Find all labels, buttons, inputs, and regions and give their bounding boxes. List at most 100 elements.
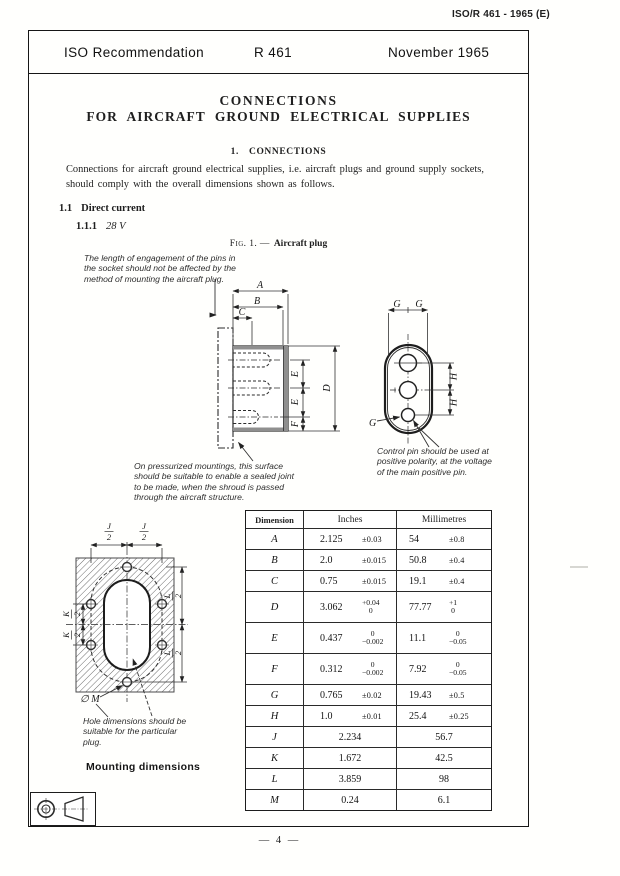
millimetres-cell: 7.92 0−0.05: [397, 654, 491, 684]
millimetres-cell: 19.1±0.4: [397, 571, 491, 591]
dimension-cell: G: [246, 685, 304, 705]
millimetres-cell: 50.8±0.4: [397, 550, 491, 570]
millimetres-cell-value: 19.43: [409, 689, 432, 701]
subsection-number: 1.1: [59, 203, 73, 214]
millimetres-cell-value: 98: [439, 773, 449, 785]
inches-cell: 2.234: [304, 727, 397, 747]
millimetres-cell: 19.43 ±0.5: [397, 685, 491, 705]
note-control-pin: Control pin should be used at positive p…: [377, 446, 492, 477]
millimetres-cell-tolerance: 0−0.05: [449, 659, 467, 677]
dim-label-h1: H: [449, 372, 460, 381]
mounting-holes: [84, 561, 169, 688]
dim-label-c: C: [239, 307, 246, 318]
dim-label-g3: G: [369, 418, 376, 429]
millimetres-cell-value: 7.92: [409, 663, 427, 675]
note-engagement: The length of engagement of the pins in …: [84, 253, 236, 284]
millimetres-cell-tolerance: 0−0.05: [449, 628, 467, 646]
mounting-dimension-lines: [73, 542, 187, 683]
inches-cell: 2.125 ±0.03: [304, 529, 397, 549]
millimetres-cell-tolerance: ±0.25: [449, 711, 469, 721]
millimetres-cell-value: 6.1: [437, 794, 451, 806]
dimension-cell: C: [246, 571, 304, 591]
millimetres-cell: 42.5: [397, 748, 491, 768]
table-row: G 0.765 ±0.02 19.43 ±0.5: [246, 684, 491, 705]
page-title-line2: FOR AIRCRAFT GROUND ELECTRICAL SUPPLIES: [86, 109, 471, 124]
inches-cell-tolerance: ±0.015: [362, 555, 387, 565]
inches-cell-value: 2.234: [338, 731, 362, 743]
header-org: ISO Recommendation: [64, 45, 205, 60]
plug-face-outline: [383, 343, 434, 435]
first-angle-projection-icon: [34, 796, 88, 822]
mounting-labels: J 2 J 2 K 2 K 2 L 2: [61, 521, 183, 705]
millimetres-cell-value: 54: [409, 533, 419, 545]
dimension-cell: M: [246, 790, 304, 810]
inches-cell-tolerance: ±0.02: [362, 690, 382, 700]
svg-text:2: 2: [72, 632, 82, 637]
subsection-label: Direct current: [81, 203, 146, 214]
inches-cell: 0.312 0−0.002: [304, 654, 397, 684]
svg-text:J: J: [142, 521, 147, 531]
svg-text:K: K: [61, 610, 71, 618]
dim-label-l-half-2: L 2: [162, 648, 183, 658]
header-number: R 461: [254, 45, 293, 60]
millimetres-cell: 56.7: [397, 727, 491, 747]
millimetres-cell-value: 50.8: [409, 554, 427, 566]
mounting-leader-lines: [95, 658, 153, 718]
side-view-labels: A B C E E F D: [239, 280, 333, 428]
dim-label-g2: G: [415, 299, 422, 310]
note-hole-dimensions: Hole dimensions should be suitable for t…: [83, 716, 187, 747]
millimetres-cell-value: 56.7: [435, 731, 453, 743]
contact-pins: [398, 353, 418, 423]
inches-cell-value: 2.125: [320, 533, 343, 545]
section-number: 1.: [230, 147, 239, 157]
inches-cell: 0.75 ±0.015: [304, 571, 397, 591]
dim-label-m-dia: ∅ M: [80, 694, 100, 705]
inches-cell-value: 2.0: [320, 554, 333, 566]
dimension-cell: F: [246, 654, 304, 684]
dim-label-h2: H: [449, 398, 460, 407]
inches-cell: 1.672: [304, 748, 397, 768]
dim-label-a: A: [256, 280, 264, 291]
svg-text:2: 2: [142, 532, 147, 542]
millimetres-cell: 54±0.8: [397, 529, 491, 549]
millimetres-cell-value: 77.77: [409, 601, 432, 613]
front-view-drawing: G G H H G: [369, 299, 460, 448]
dim-label-j-half-2: J 2: [139, 521, 149, 542]
table-header: Inches: [304, 511, 397, 528]
projection-symbol-box: [30, 792, 96, 826]
pin-sockets: [233, 352, 271, 424]
binding-mark: [570, 566, 588, 568]
svg-text:2: 2: [72, 611, 82, 616]
dimension-cell: A: [246, 529, 304, 549]
table-row: A 2.125 ±0.03 54±0.8: [246, 528, 491, 549]
dim-label-j-half-1: J 2: [104, 521, 114, 542]
section-heading: 1.CONNECTIONS: [28, 147, 529, 157]
svg-text:2: 2: [107, 532, 112, 542]
side-view-drawing: A B C E E F D: [209, 279, 340, 462]
inches-cell-tolerance: 0−0.002: [362, 659, 384, 677]
inches-cell-value: 0.312: [320, 663, 343, 675]
millimetres-cell-tolerance: ±0.5: [449, 690, 465, 700]
inches-cell-tolerance: ±0.015: [362, 576, 387, 586]
svg-text:L: L: [162, 593, 172, 599]
dim-label-d: D: [322, 384, 333, 393]
figure-caption-prefix: Fig. 1. —: [229, 239, 270, 249]
inches-cell-value: 0.75: [320, 575, 338, 587]
note-pressurized: On pressurized mountings, this surface s…: [134, 461, 295, 503]
inches-cell: 0.765 ±0.02: [304, 685, 397, 705]
leader-lines: [209, 279, 254, 462]
svg-text:2: 2: [173, 593, 183, 598]
mounting-centerlines: [66, 548, 188, 702]
inches-cell-value: 0.765: [320, 689, 343, 701]
inches-cell-tolerance: ±0.03: [362, 534, 382, 544]
